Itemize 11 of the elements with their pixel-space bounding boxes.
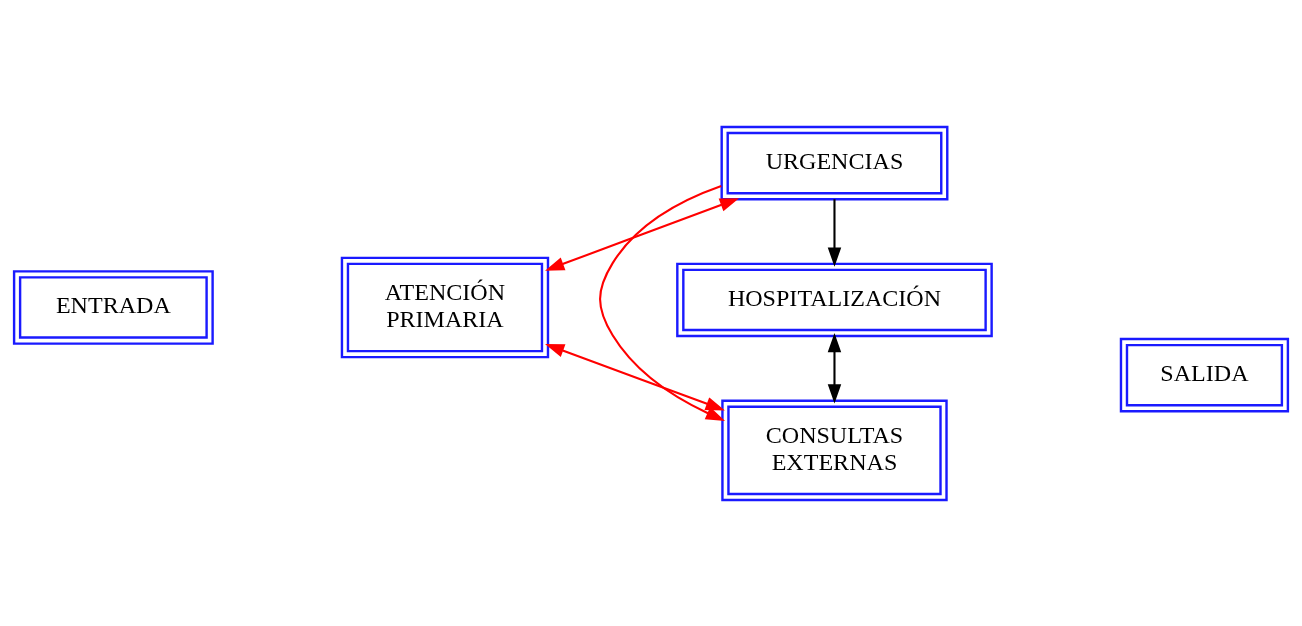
arrow [599,184,726,421]
node-box: ATENCIÓN PRIMARIA [340,256,550,358]
node-box: CONSULTAS EXTERNAS [721,399,948,501]
arrow [545,197,740,271]
node-box: HOSPITALIZACIÓN [676,262,993,337]
arrow [545,343,725,410]
node-box: ENTRADA [12,269,214,345]
node-box: SALIDA [1119,337,1290,412]
arrow [827,198,842,267]
arrow [827,332,842,404]
node-box: URGENCIAS [720,125,949,200]
